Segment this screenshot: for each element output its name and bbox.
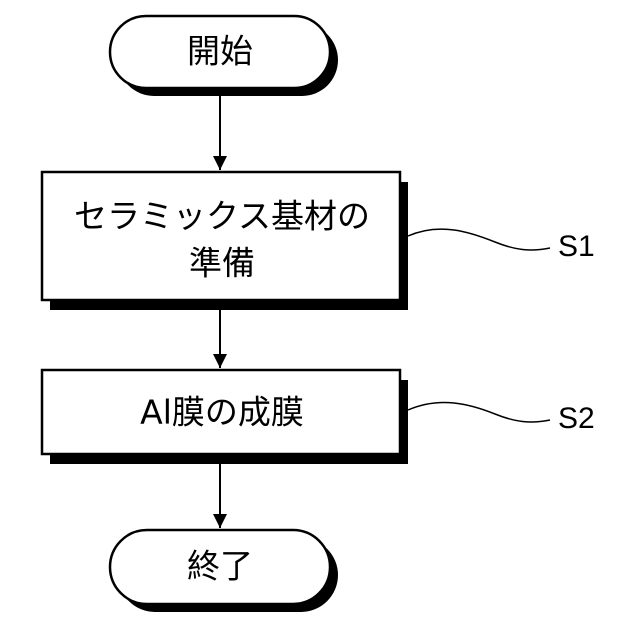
step1-label-line2: 準備 [189, 244, 255, 283]
step2-process: Al膜の成膜 [42, 370, 408, 464]
step1-process: セラミックス基材の 準備 [42, 172, 408, 310]
step2-ref-label: S2 [558, 402, 595, 435]
step2-leader-line [408, 402, 550, 422]
end-terminal: 終了 [110, 530, 338, 612]
step2-label: Al膜の成膜 [140, 393, 304, 432]
step1-ref-label: S1 [558, 230, 595, 263]
start-terminal: 開始 [110, 16, 338, 96]
step1-label-line1: セラミックス基材の [74, 197, 370, 236]
step1-leader-line [408, 229, 550, 250]
start-label: 開始 [187, 32, 253, 71]
end-label: 終了 [187, 547, 253, 586]
